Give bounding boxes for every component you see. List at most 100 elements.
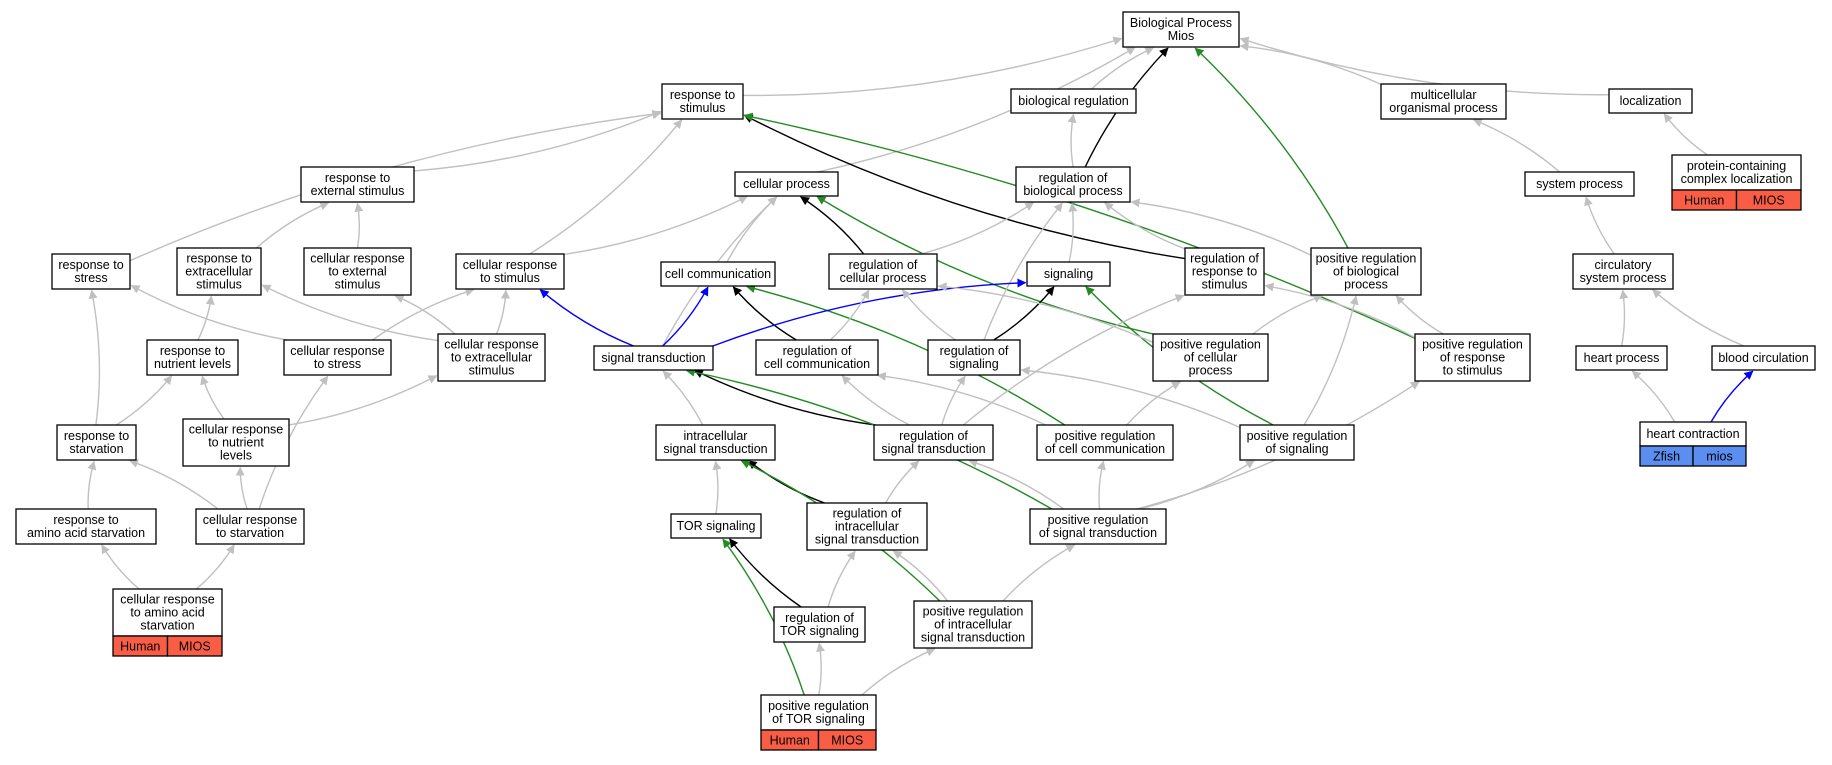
- node-sp[interactable]: system process: [1524, 171, 1635, 197]
- node-tor[interactable]: TOR signaling: [670, 513, 762, 539]
- node-box: [913, 600, 1033, 649]
- node-hp[interactable]: heart process: [1575, 345, 1668, 371]
- node-box: [927, 339, 1021, 376]
- edge-prst-to-prcc: [1097, 460, 1106, 510]
- edge-pccl-to-loc: [1663, 113, 1708, 156]
- node-label-line: cellular response: [290, 344, 385, 358]
- edge-cc-to-cp: [726, 196, 778, 263]
- node-label-line: system process: [1536, 177, 1623, 191]
- node-label-line: regulation of: [783, 344, 852, 358]
- species-tag-box: [1692, 445, 1747, 467]
- node-box: [1029, 508, 1167, 545]
- edge-prst-to-prsig: [1139, 460, 1255, 510]
- node-box: [195, 508, 305, 545]
- node-breg[interactable]: biological regulation: [1010, 88, 1137, 114]
- edge-prist-to-prst: [1002, 544, 1076, 602]
- edge-crs-to-rts: [529, 119, 683, 255]
- node-label-line: cellular response: [310, 252, 405, 266]
- node-label-line: circulatory: [1595, 258, 1653, 272]
- node-label-line: stimulus: [469, 364, 515, 378]
- node-box: [1608, 88, 1693, 114]
- node-label-line: response to: [670, 88, 735, 102]
- node-label-line: nutrient levels: [154, 357, 231, 371]
- edge-csp-to-sp: [1584, 196, 1615, 255]
- edge-prbp-to-bp: [1194, 47, 1349, 249]
- edge-crs-to-cp: [563, 195, 748, 256]
- node-box: [660, 261, 776, 287]
- node-label-line: regulation of: [785, 611, 854, 625]
- node-cc[interactable]: cell communication: [660, 261, 776, 287]
- node-sig[interactable]: signaling: [1026, 261, 1111, 287]
- node-box: [146, 339, 239, 376]
- node-label-line: regulation of: [833, 507, 902, 521]
- edge-prtor-to-tor: [722, 538, 805, 696]
- node-bc[interactable]: blood circulation: [1711, 345, 1816, 371]
- node-box: [176, 247, 262, 296]
- node-label-line: of intracellular: [934, 618, 1012, 632]
- node-loc[interactable]: localization: [1608, 88, 1693, 114]
- node-st[interactable]: signal transduction: [593, 345, 714, 371]
- edge-prist-to-rist: [892, 550, 949, 602]
- node-label-line: heart process: [1584, 351, 1660, 365]
- node-label-line: regulation of: [940, 344, 1009, 358]
- edge-cres2-to-cres: [394, 294, 456, 335]
- edge-rst-to-rsig: [941, 375, 966, 426]
- edge-rstarv-to-rnl: [115, 375, 173, 426]
- edge-st-to-crs: [539, 289, 634, 347]
- node-box: [1639, 421, 1747, 447]
- edge-prbp-to-rbp: [1130, 198, 1312, 256]
- node-label-line: cellular response: [189, 423, 284, 437]
- node-label-line: signaling: [1044, 267, 1093, 281]
- node-label-line: extracellular: [185, 265, 252, 279]
- node-label-line: stress: [74, 271, 107, 285]
- edge-prcp-to-rcp: [937, 282, 1154, 344]
- species-tag-box: [817, 729, 877, 751]
- edge-rsig-to-rcp: [902, 289, 956, 341]
- edge-st-to-cc: [662, 286, 709, 347]
- node-box: [51, 253, 131, 290]
- node-cp[interactable]: cellular process: [734, 171, 839, 197]
- node-label-line: of biological: [1333, 265, 1399, 279]
- node-label-line: amino acid starvation: [27, 526, 145, 540]
- edge-tor-to-ist: [712, 460, 722, 515]
- node-label-line: cell communication: [764, 357, 870, 371]
- species-tag-label: Human: [770, 734, 810, 748]
- edge-crstarv-to-crnl: [235, 466, 248, 510]
